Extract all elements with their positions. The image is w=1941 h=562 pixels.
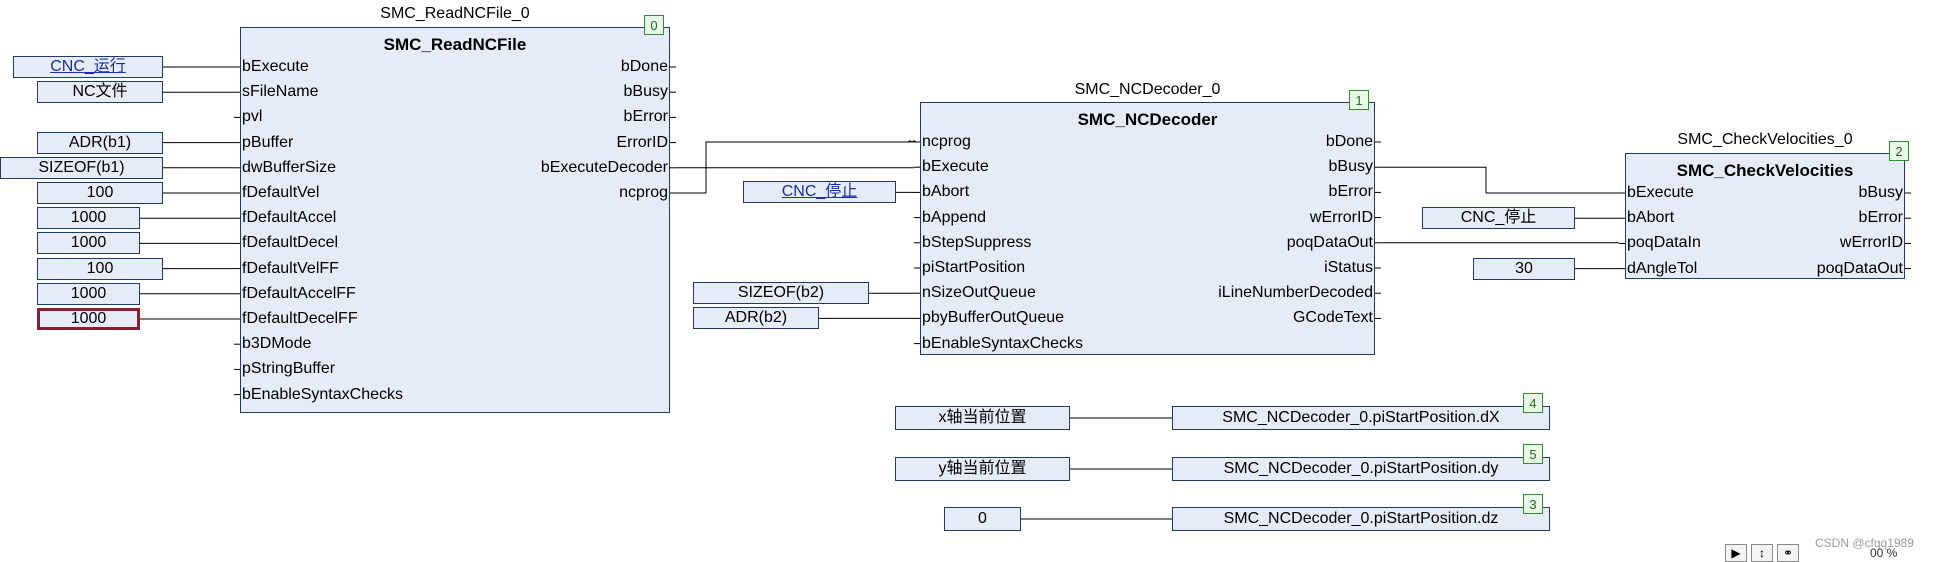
- read-input-sFileName[interactable]: sFileName: [242, 83, 319, 101]
- read-input-value[interactable]: 1000: [37, 282, 140, 305]
- exec-order-badge: 5: [1523, 444, 1543, 464]
- exec-order-badge: 3: [1523, 494, 1543, 514]
- decoder-output-bBusy[interactable]: bBusy: [1328, 158, 1373, 176]
- read-input-dwBufferSize[interactable]: dwBufferSize: [242, 158, 336, 176]
- decoder-output-iLineNumberDecoded[interactable]: iLineNumberDecoded: [1218, 284, 1373, 302]
- decoder-output-iStatus[interactable]: iStatus: [1324, 259, 1373, 276]
- decoder-input-value[interactable]: CNC_停止: [743, 181, 896, 204]
- decoder-input-piStartPosition[interactable]: piStartPosition: [922, 259, 1026, 276]
- check-output-poqDataOut[interactable]: poqDataOut: [1816, 259, 1903, 277]
- read-fb-type-name: SMC_ReadNCFile: [383, 35, 527, 54]
- check-output-wErrorID[interactable]: wErrorID: [1839, 234, 1903, 252]
- check-velocities-block[interactable]: SMC_CheckVelocities 2: [1625, 141, 1909, 279]
- decoder-input-bExecute[interactable]: bExecute: [922, 158, 989, 176]
- decoder-input-value[interactable]: ADR(b2): [693, 307, 819, 330]
- exec-order-badge: 2: [1889, 141, 1909, 161]
- decoder-input-nSizeOutQueue[interactable]: nSizeOutQueue: [922, 284, 1036, 302]
- read-input-value[interactable]: 1000: [37, 308, 140, 330]
- assign-source[interactable]: 0: [944, 507, 1021, 531]
- read-input-fDefaultAccelFF[interactable]: fDefaultAccelFF: [242, 284, 356, 302]
- read-input-pStringBuffer[interactable]: pStringBuffer: [242, 360, 336, 378]
- check-output-bError[interactable]: bError: [1858, 209, 1903, 227]
- wire-bBusy-bExecute[interactable]: [1381, 166, 1619, 194]
- read-input-bEnableSyntaxChecks[interactable]: bEnableSyntaxChecks: [242, 385, 403, 403]
- connection-mark-icon: ↔: [906, 132, 918, 146]
- read-input-value[interactable]: CNC_运行: [13, 56, 163, 78]
- assign-source[interactable]: y轴当前位置: [895, 457, 1070, 481]
- decoder-output-bDone[interactable]: bDone: [1325, 133, 1373, 150]
- cursor-icon[interactable]: ↕: [1751, 544, 1773, 562]
- decoder-input-bEnableSyntaxChecks[interactable]: bEnableSyntaxChecks: [922, 334, 1083, 352]
- read-input-value[interactable]: 1000: [37, 232, 140, 255]
- decoder-input-ncprog[interactable]: ncprog: [922, 133, 971, 150]
- read-input-pBuffer[interactable]: pBuffer: [242, 133, 294, 151]
- read-fb-instance-name[interactable]: SMC_ReadNCFile_0: [380, 5, 530, 22]
- decoder-fb-instance-name[interactable]: SMC_NCDecoder_0: [1074, 81, 1221, 98]
- check-input-dAngleTol[interactable]: dAngleTol: [1627, 259, 1698, 277]
- assign-target[interactable]: SMC_NCDecoder_0.piStartPosition.dy: [1172, 457, 1550, 481]
- read-output-ErrorID[interactable]: ErrorID: [616, 133, 668, 151]
- pointer-icon[interactable]: ▶: [1725, 544, 1747, 562]
- check-input-value[interactable]: CNC_停止: [1422, 207, 1575, 230]
- canvas-toolbar: ▶ ↕ ⚭: [1725, 544, 1799, 562]
- exec-order-badge: 4: [1523, 393, 1543, 413]
- check-fb-type-name: SMC_CheckVelocities: [1676, 161, 1854, 180]
- read-input-b3DMode[interactable]: b3DMode: [242, 335, 312, 353]
- decoder-output-GCodeText[interactable]: GCodeText: [1292, 309, 1373, 327]
- read-output-bDone[interactable]: bDone: [620, 58, 668, 75]
- check-input-poqDataIn[interactable]: poqDataIn: [1627, 234, 1701, 252]
- assign-source[interactable]: x轴当前位置: [895, 406, 1070, 430]
- read-input-value[interactable]: 100: [37, 257, 163, 280]
- read-input-value[interactable]: SIZEOF(b1): [0, 156, 163, 179]
- read-input-value[interactable]: 1000: [37, 207, 140, 230]
- read-output-ncprog[interactable]: ncprog: [619, 184, 668, 201]
- read-input-fDefaultDecel[interactable]: fDefaultDecel: [242, 234, 339, 252]
- read-input-fDefaultAccel[interactable]: fDefaultAccel: [242, 209, 337, 227]
- decoder-input-bAbort[interactable]: bAbort: [922, 183, 970, 201]
- read-output-bError[interactable]: bError: [623, 108, 668, 126]
- check-input-bAbort[interactable]: bAbort: [1627, 209, 1675, 227]
- decoder-output-poqDataOut[interactable]: poqDataOut: [1286, 233, 1373, 251]
- zoom-level[interactable]: 00 %: [1870, 546, 1898, 560]
- decoder-output-wErrorID[interactable]: wErrorID: [1309, 208, 1373, 226]
- read-input-fDefaultVel[interactable]: fDefaultVel: [242, 184, 320, 201]
- read-ncfile-block[interactable]: SMC_ReadNCFile 0: [240, 15, 670, 413]
- nc-decoder-block[interactable]: SMC_NCDecoder 1: [920, 90, 1375, 355]
- read-output-bBusy[interactable]: bBusy: [623, 83, 668, 101]
- check-output-bBusy[interactable]: bBusy: [1858, 184, 1903, 201]
- read-input-bExecute[interactable]: bExecute: [242, 58, 309, 75]
- zoom-icon[interactable]: ⚭: [1777, 544, 1799, 562]
- read-input-fDefaultVelFF[interactable]: fDefaultVelFF: [242, 259, 339, 277]
- read-input-fDefaultDecelFF[interactable]: fDefaultDecelFF: [242, 310, 358, 327]
- check-fb-instance-name[interactable]: SMC_CheckVelocities_0: [1677, 131, 1853, 148]
- read-input-pvl[interactable]: pvl: [242, 108, 263, 126]
- check-input-value[interactable]: 30: [1473, 257, 1575, 280]
- read-input-value[interactable]: NC文件: [37, 81, 163, 104]
- decoder-output-bError[interactable]: bError: [1328, 183, 1373, 201]
- decoder-input-value[interactable]: SIZEOF(b2): [693, 282, 869, 305]
- read-input-value[interactable]: ADR(b1): [37, 131, 163, 154]
- decoder-input-bAppend[interactable]: bAppend: [922, 208, 987, 226]
- exec-order-badge: 1: [1349, 90, 1369, 110]
- read-output-bExecuteDecoder[interactable]: bExecuteDecoder: [540, 158, 668, 176]
- exec-order-badge: 0: [644, 15, 664, 35]
- check-input-bExecute[interactable]: bExecute: [1627, 184, 1694, 201]
- assign-target[interactable]: SMC_NCDecoder_0.piStartPosition.dz: [1172, 507, 1550, 531]
- decoder-input-pbyBufferOutQueue[interactable]: pbyBufferOutQueue: [922, 309, 1065, 327]
- decoder-input-bStepSuppress[interactable]: bStepSuppress: [922, 233, 1032, 251]
- read-input-value[interactable]: 100: [37, 182, 163, 204]
- assign-target[interactable]: SMC_NCDecoder_0.piStartPosition.dX: [1172, 406, 1550, 430]
- watermark-text: CSDN @cfqq1989: [1815, 536, 1914, 550]
- decoder-fb-type-name: SMC_NCDecoder: [1077, 110, 1218, 129]
- wire-ncprog[interactable]: [676, 141, 914, 194]
